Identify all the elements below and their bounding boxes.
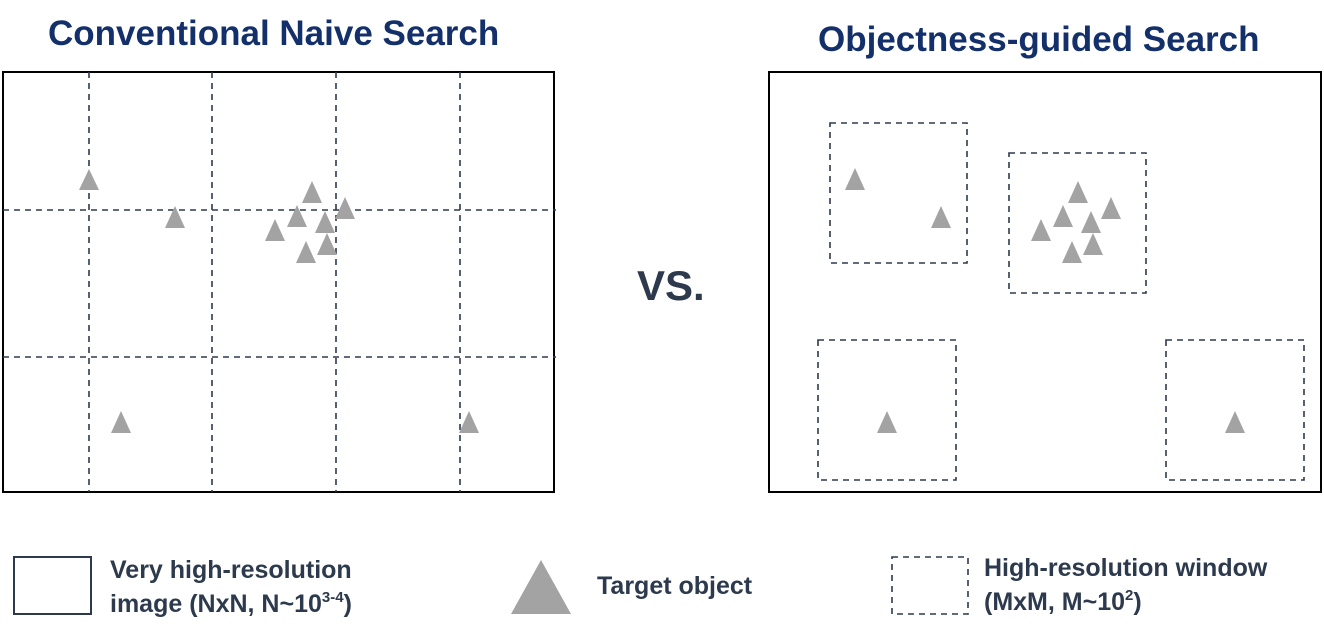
legend-window-line1: High-resolution window <box>984 554 1268 582</box>
vs-label: VS. <box>637 262 705 309</box>
target-triangle <box>1081 211 1101 233</box>
target-triangle <box>287 205 307 227</box>
legend-image-line2-prefix: image (NxN, N~10 <box>110 590 322 618</box>
objectness-search-title: Objectness-guided Search <box>818 20 1260 59</box>
legend-window-line2-suffix: ) <box>1133 588 1142 616</box>
legend-target-label: Target object <box>597 572 753 600</box>
naive-image-frame <box>2 71 555 493</box>
legend-image-line1: Very high-resolution <box>110 556 352 584</box>
legend-image-exponent: 3-4 <box>321 589 344 606</box>
target-triangle <box>931 206 951 228</box>
target-triangle <box>459 411 479 433</box>
target-triangle <box>845 168 865 190</box>
target-triangle <box>1053 205 1073 227</box>
target-triangle <box>1031 219 1051 241</box>
legend-triangle-icon <box>511 560 571 614</box>
objectness-image-frame <box>768 71 1322 493</box>
target-triangle <box>877 411 897 433</box>
target-triangle <box>165 206 185 228</box>
objectness-windows <box>817 122 1305 481</box>
legend-window-line2-prefix: (MxM, M~10 <box>984 588 1126 616</box>
legend-image-swatch <box>13 556 92 615</box>
target-triangle <box>1225 411 1245 433</box>
high-res-window <box>1008 152 1147 294</box>
target-triangle <box>265 219 285 241</box>
target-triangle <box>79 169 99 190</box>
target-triangle <box>335 197 355 219</box>
target-triangle <box>111 411 131 433</box>
target-triangle <box>302 181 322 203</box>
legend-window-swatch <box>891 556 969 615</box>
naive-targets <box>79 169 479 433</box>
target-triangle <box>1083 233 1103 255</box>
target-triangle <box>296 241 316 263</box>
legend-window-label: High-resolution window (MxM, M~102) <box>984 551 1267 619</box>
high-res-window <box>1165 339 1305 481</box>
target-triangle <box>1062 241 1082 263</box>
target-triangle <box>1101 197 1121 219</box>
target-triangle <box>317 233 337 255</box>
naive-search-title: Conventional Naive Search <box>48 14 500 53</box>
high-res-window <box>829 122 968 264</box>
legend-image-label: Very high-resolution image (NxN, N~103-4… <box>110 553 352 621</box>
target-triangle <box>315 211 335 233</box>
high-res-window <box>817 339 957 481</box>
naive-grid <box>3 72 556 492</box>
legend-window-line2: (MxM, M~102) <box>984 585 1267 619</box>
target-triangle <box>1068 181 1088 203</box>
legend-image-line2-suffix: ) <box>343 590 352 618</box>
objectness-targets <box>845 168 1245 433</box>
legend-window-exponent: 2 <box>1125 587 1134 604</box>
legend-image-line2: image (NxN, N~103-4) <box>110 587 352 621</box>
